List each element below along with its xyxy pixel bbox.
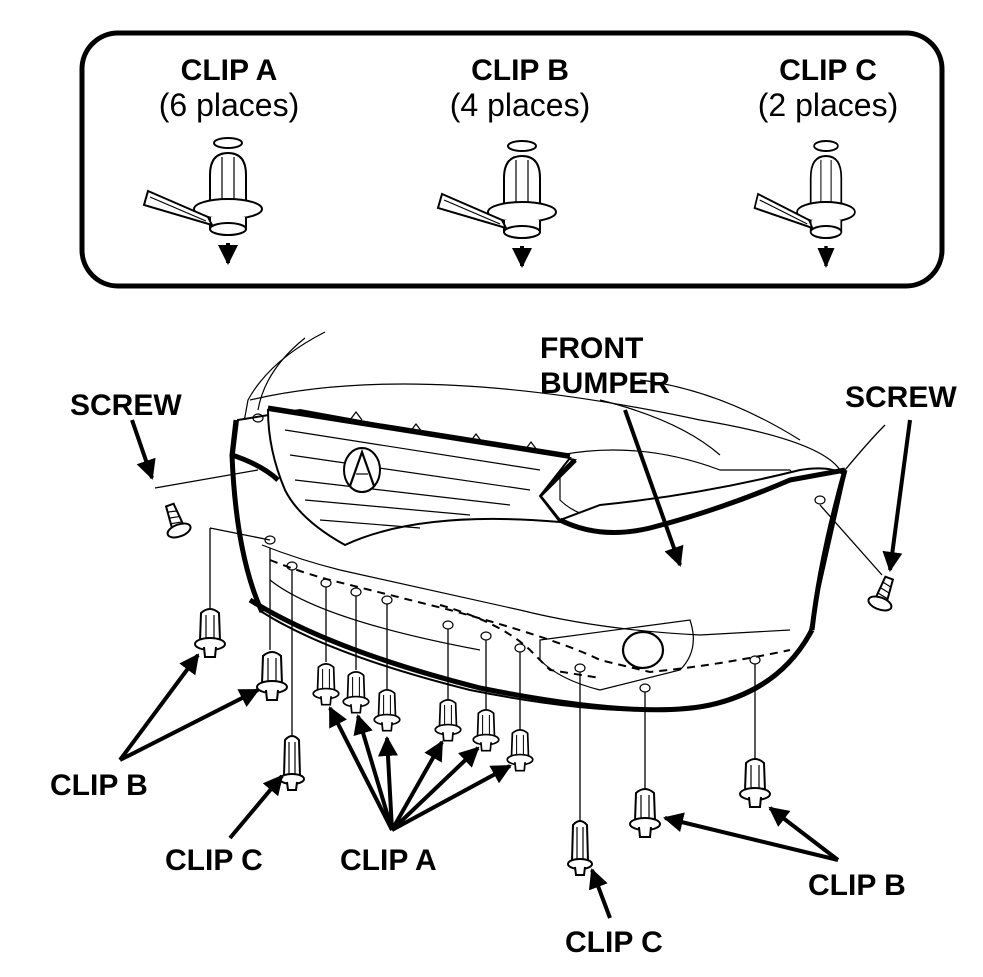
legend-box: CLIP A (6 places) CLIP B (4 places) CLIP…	[79, 30, 945, 289]
screw-left-icon	[157, 499, 194, 542]
label-clip-a: CLIP A	[340, 844, 437, 877]
clip-b-icon	[256, 651, 288, 701]
label-clip-c-left: CLIP C	[165, 844, 263, 877]
screw-right-icon	[865, 572, 902, 615]
clip-a-icon	[312, 663, 340, 706]
clip-a-icon	[434, 699, 462, 742]
grille	[266, 405, 572, 547]
label-front-bumper-line2: BUMPER	[540, 367, 670, 400]
label-clip-b-left: CLIP B	[50, 769, 148, 802]
clip-b-icon	[739, 758, 771, 808]
callout-arrows	[118, 409, 912, 919]
clip-a-icon	[373, 689, 401, 732]
callout-labels: FRONT BUMPER SCREW SCREW CLIP B CLIP C C…	[50, 332, 957, 959]
label-screw-left: SCREW	[70, 389, 182, 422]
clip-a-icon	[342, 671, 370, 714]
clip-b-icon	[194, 608, 226, 658]
legend-clip-c-name: CLIP C	[779, 54, 877, 87]
legend-clip-a-count: (6 places)	[159, 87, 300, 123]
acura-emblem-icon	[343, 447, 381, 493]
front-bumper-illustration	[229, 331, 848, 713]
legend-clip-c-count: (2 places)	[758, 87, 899, 123]
clip-a-icon	[472, 709, 500, 752]
clip-holes	[252, 413, 826, 693]
legend-clip-a-name: CLIP A	[181, 54, 278, 87]
label-screw-right: SCREW	[845, 381, 957, 414]
label-front-bumper-line1: FRONT	[540, 332, 643, 365]
fog-light	[621, 630, 665, 670]
label-clip-b-right: CLIP B	[808, 869, 906, 902]
clip-c-icon	[567, 820, 593, 876]
label-clip-c-bottom: CLIP C	[565, 926, 663, 959]
clip-b-icon	[629, 788, 661, 838]
clip-c-icon	[279, 735, 305, 791]
leader-lines	[154, 424, 886, 825]
clip-a-icon	[506, 729, 534, 772]
legend-clip-b-count: (4 places)	[450, 87, 591, 123]
legend-clip-b-name: CLIP B	[471, 54, 569, 87]
